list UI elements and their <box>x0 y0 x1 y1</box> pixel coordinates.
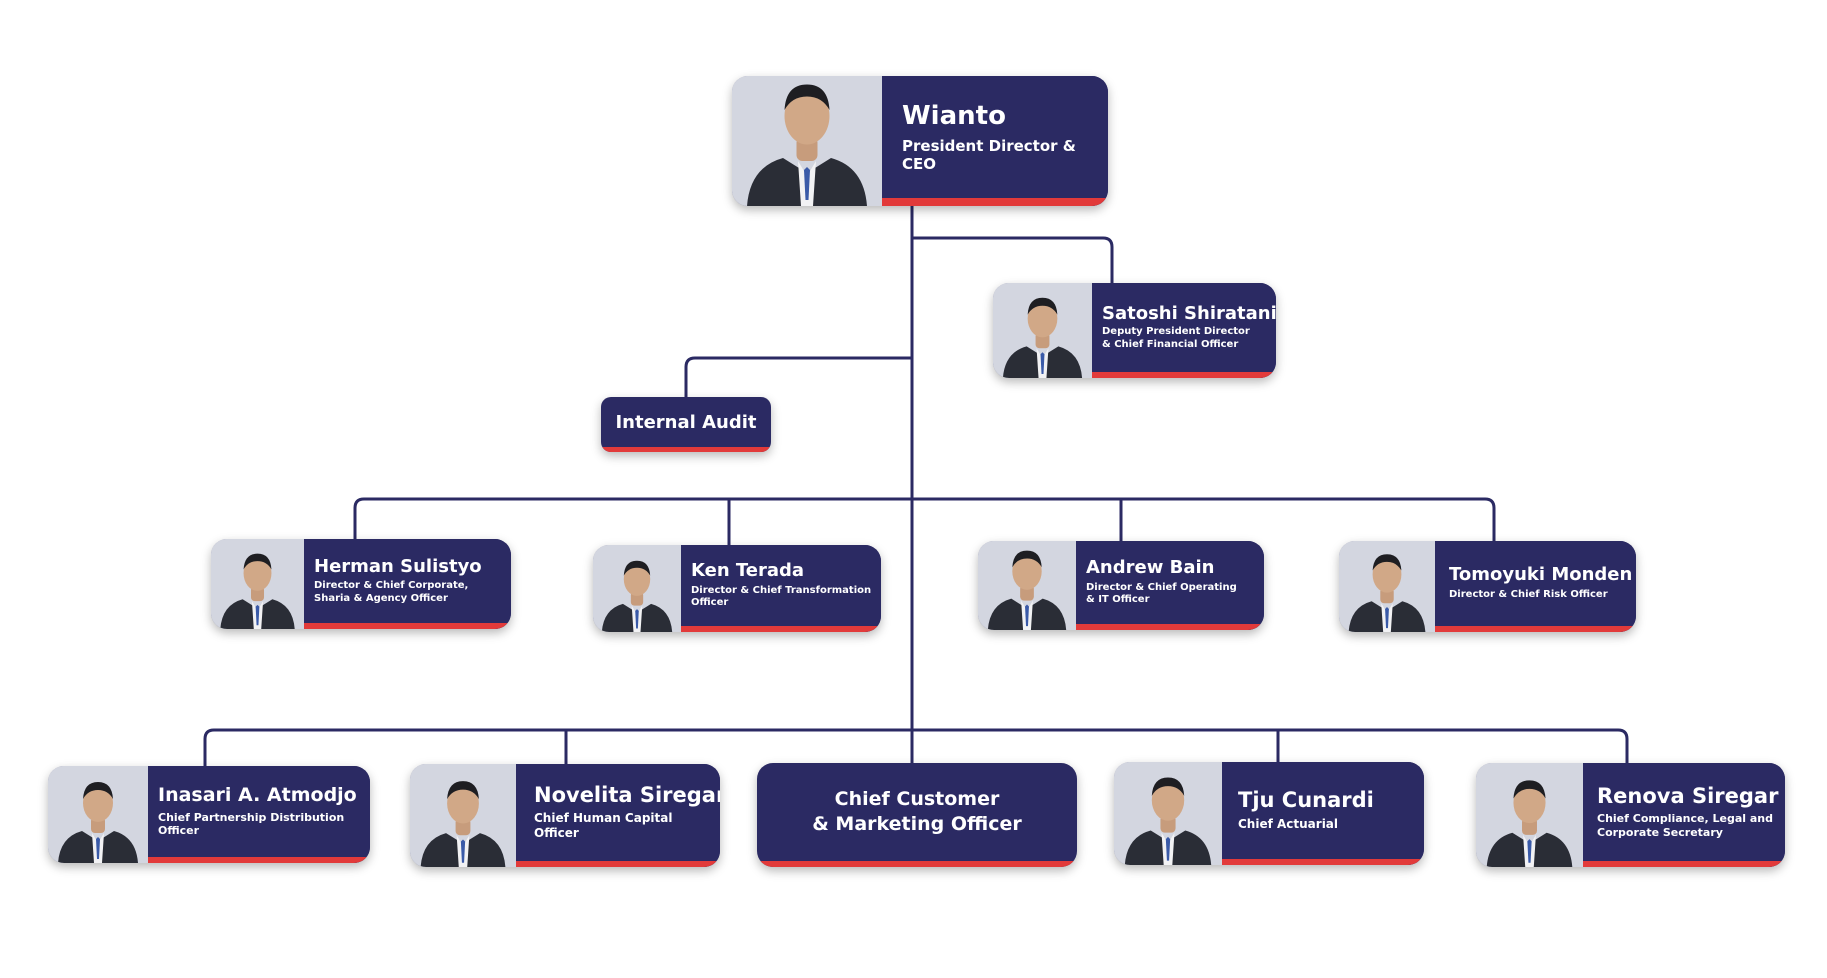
chief-name: Inasari A. Atmodjo <box>158 783 357 806</box>
person-portrait-icon <box>410 764 516 867</box>
accent-bar <box>757 861 1077 867</box>
connector-chiefs <box>203 728 1629 772</box>
internal-audit-label: Internal Audit <box>615 412 757 433</box>
director-name: Andrew Bain <box>1086 557 1215 579</box>
deputy-title-line1: Deputy President Director <box>1102 326 1250 338</box>
director-title-line2: & IT Officer <box>1086 594 1150 606</box>
deputy-card: Satoshi Shiratani Deputy President Direc… <box>993 283 1276 378</box>
director-title-line2: Sharia & Agency Officer <box>314 592 448 604</box>
person-portrait-icon <box>1114 762 1222 865</box>
director-card-ken: Ken Terada Director & Chief Transformati… <box>593 545 881 632</box>
chief-card-inasari: Inasari A. Atmodjo Chief Partnership Dis… <box>48 766 370 863</box>
ceo-info: Wianto President Director & CEO <box>882 76 1108 206</box>
chief-title-line2: Officer <box>158 824 200 838</box>
director-title-line2: Officer <box>691 597 729 609</box>
accent-bar <box>1092 372 1276 378</box>
chief-card-marketing: Chief Customer & Marketing Officer <box>757 763 1077 867</box>
connector-directors <box>353 497 1496 548</box>
chief-marketing-line1: Chief Customer <box>834 788 1000 811</box>
person-portrait-icon <box>978 541 1076 630</box>
person-portrait-icon <box>732 76 882 206</box>
director-info: Tomoyuki Monden Director & Chief Risk Of… <box>1435 541 1636 632</box>
director-name: Herman Sulistyo <box>314 555 482 577</box>
chief-info: Renova Siregar Chief Compliance, Legal a… <box>1583 763 1785 867</box>
chief-card-tju: Tju Cunardi Chief Actuarial <box>1114 762 1424 865</box>
person-portrait-icon <box>211 539 304 629</box>
accent-bar <box>304 623 511 629</box>
chief-card-novelita: Novelita Siregar Chief Human Capital Off… <box>410 764 720 867</box>
director-info: Ken Terada Director & Chief Transformati… <box>681 545 881 632</box>
deputy-title-line2: & Chief Financial Officer <box>1102 338 1239 350</box>
connector-deputy <box>910 236 1114 285</box>
chief-name: Renova Siregar <box>1597 783 1779 808</box>
chief-info: Novelita Siregar Chief Human Capital Off… <box>516 764 720 867</box>
director-info: Herman Sulistyo Director & Chief Corpora… <box>304 539 511 629</box>
connector-internal-audit <box>684 356 914 399</box>
ceo-name: Wianto <box>902 100 1006 131</box>
accent-bar <box>1076 624 1264 630</box>
internal-audit-card: Internal Audit <box>601 397 771 452</box>
ceo-title: President Director & CEO <box>902 136 1076 174</box>
director-card-tomoyuki: Tomoyuki Monden Director & Chief Risk Of… <box>1339 541 1636 632</box>
deputy-info: Satoshi Shiratani Deputy President Direc… <box>1092 283 1276 378</box>
chief-card-renova: Renova Siregar Chief Compliance, Legal a… <box>1476 763 1785 867</box>
chief-title-line1: Chief Partnership Distribution <box>158 810 345 824</box>
accent-bar <box>601 447 771 452</box>
director-name: Tomoyuki Monden <box>1449 564 1633 586</box>
accent-bar <box>516 861 720 867</box>
chief-info: Tju Cunardi Chief Actuarial <box>1222 762 1424 865</box>
accent-bar <box>882 198 1108 206</box>
director-name: Ken Terada <box>691 560 805 582</box>
accent-bar <box>681 626 881 632</box>
director-card-andrew: Andrew Bain Director & Chief Operating &… <box>978 541 1264 630</box>
director-title-line1: Director & Chief Risk Officer <box>1449 589 1608 601</box>
accent-bar <box>148 857 370 863</box>
person-portrait-icon <box>1476 763 1583 867</box>
chief-info: Inasari A. Atmodjo Chief Partnership Dis… <box>148 766 370 863</box>
accent-bar <box>1222 859 1424 865</box>
director-title-line1: Director & Chief Transformation <box>691 584 872 596</box>
person-portrait-icon <box>48 766 148 863</box>
chief-title-line1: Chief Human Capital Officer <box>534 811 673 841</box>
chief-marketing-line2: & Marketing Officer <box>812 813 1022 835</box>
director-card-herman: Herman Sulistyo Director & Chief Corpora… <box>211 539 511 629</box>
deputy-name: Satoshi Shiratani <box>1102 302 1276 324</box>
person-portrait-icon <box>1339 541 1435 632</box>
accent-bar <box>1435 626 1636 632</box>
chief-name: Novelita Siregar <box>534 782 720 807</box>
director-info: Andrew Bain Director & Chief Operating &… <box>1076 541 1264 630</box>
ceo-card: Wianto President Director & CEO <box>732 76 1108 206</box>
chief-title-line2: Corporate Secretary <box>1597 825 1723 839</box>
chief-title-line1: Chief Compliance, Legal and <box>1597 811 1773 825</box>
chief-name: Tju Cunardi <box>1238 788 1374 813</box>
person-portrait-icon <box>593 545 681 632</box>
accent-bar <box>1583 861 1785 867</box>
director-title-line1: Director & Chief Corporate, <box>314 580 469 592</box>
director-title-line1: Director & Chief Operating <box>1086 581 1237 593</box>
chief-title-line1: Chief Actuarial <box>1238 816 1339 831</box>
person-portrait-icon <box>993 283 1092 378</box>
